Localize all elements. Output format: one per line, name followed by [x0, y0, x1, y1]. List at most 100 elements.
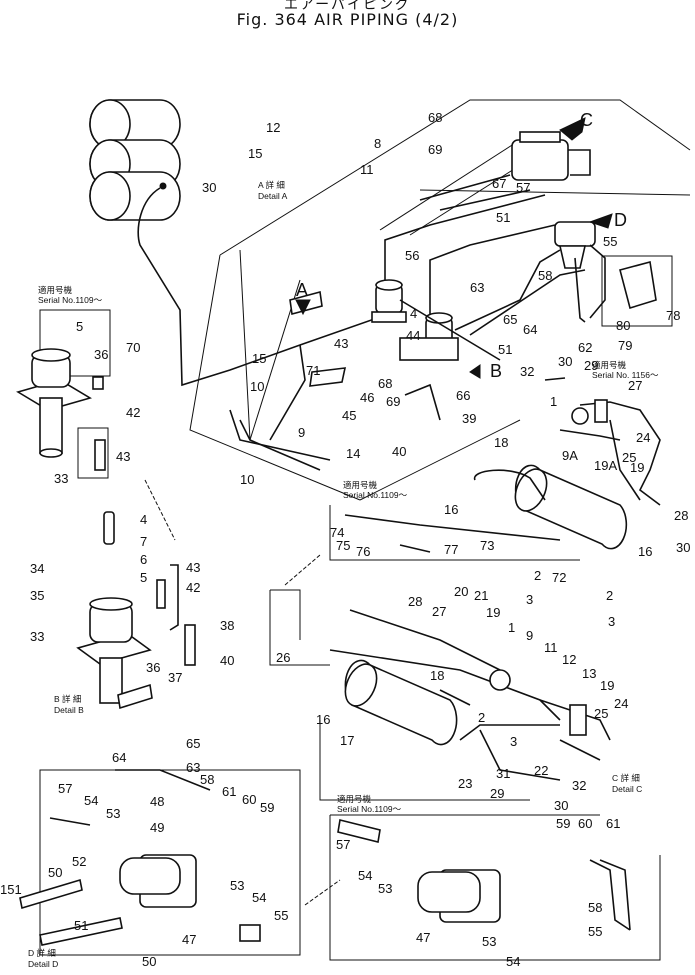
- part-label: 38: [220, 618, 234, 633]
- part-label: 58: [200, 772, 214, 787]
- part-label: 29: [490, 786, 504, 801]
- part-label: 4: [410, 306, 417, 321]
- part-label: 1: [550, 394, 557, 409]
- part-label: 16: [444, 502, 458, 517]
- part-label: 22: [534, 763, 548, 778]
- letter-b: B: [490, 361, 502, 381]
- main-piping: [229, 174, 606, 471]
- part-label: 40: [220, 653, 234, 668]
- serial-jp-right: 適用号機: [592, 360, 627, 370]
- part-label: 11: [544, 640, 558, 655]
- part-label: 54: [84, 793, 98, 808]
- part-label: 75: [336, 538, 350, 553]
- serial-jp-left: 適用号機: [38, 285, 73, 295]
- part-label: 80: [616, 318, 630, 333]
- part-label: 62: [578, 340, 592, 355]
- part-label: 12: [266, 120, 280, 135]
- part-label: 47: [416, 930, 430, 945]
- part-label: 48: [150, 794, 164, 809]
- serial-inset-73: [329, 505, 580, 561]
- part-label: 72: [552, 570, 566, 585]
- part-label: 29: [584, 358, 598, 373]
- part-label: 3: [510, 734, 517, 749]
- compressor-unit: [511, 131, 591, 181]
- part-label: 59: [556, 816, 570, 831]
- part-label: 9: [526, 628, 533, 643]
- part-label: 44: [406, 328, 420, 343]
- part-label: 30: [202, 180, 216, 195]
- part-label: 55: [274, 908, 288, 923]
- detail-d-jp: D 詳 細: [28, 948, 56, 958]
- part-label: 30: [676, 540, 690, 555]
- relay-valve-lower: [399, 312, 459, 361]
- part-label: 27: [628, 378, 642, 393]
- part-label: 69: [386, 394, 400, 409]
- part-label: 27: [432, 604, 446, 619]
- valve-lower-cluster: [489, 669, 587, 736]
- part-label: 5: [140, 570, 147, 585]
- part-label: 34: [30, 561, 44, 576]
- part-label: 14: [346, 446, 360, 461]
- part-label: 31: [496, 766, 510, 781]
- part-label: 12: [562, 652, 576, 667]
- part-label: 28: [408, 594, 422, 609]
- part-label: 36: [94, 347, 108, 362]
- part-label: 42: [186, 580, 200, 595]
- detail-d-caption: Detail D: [28, 959, 58, 969]
- part-label: 53: [230, 878, 244, 893]
- part-label: 25: [594, 706, 608, 721]
- part-label: 53: [482, 934, 496, 949]
- part-label: 45: [342, 408, 356, 423]
- part-label: 19A: [594, 458, 617, 473]
- air-tank-stack: [89, 99, 181, 221]
- figure-title-japanese: エアーパイピング: [283, 0, 412, 12]
- part-label: 24: [636, 430, 650, 445]
- part-label: 53: [378, 881, 392, 896]
- letter-c: C: [580, 110, 593, 130]
- part-callouts: 12 8 15 11 30 68 69 67 57 51 56 55 58 63…: [0, 110, 690, 969]
- part-label: 33: [30, 629, 44, 644]
- part-label: 61: [222, 784, 236, 799]
- part-label: 19: [486, 605, 500, 620]
- part-label: 77: [444, 542, 458, 557]
- part-label: 10: [250, 379, 264, 394]
- part-label: 56: [405, 248, 419, 263]
- part-label: 54: [252, 890, 266, 905]
- serial-inset-33: [16, 309, 111, 479]
- part-label: 24: [614, 696, 628, 711]
- pipe-70: [137, 187, 401, 387]
- part-label: 23: [458, 776, 472, 791]
- letter-a: A: [296, 280, 308, 300]
- detail-a-jp: A 詳 細: [258, 180, 285, 190]
- part-label: 17: [340, 733, 354, 748]
- letter-d: D: [614, 210, 627, 230]
- part-label: 30: [558, 354, 572, 369]
- serial-1109-middle: Serial No.1109～: [343, 490, 408, 500]
- part-label: 52: [72, 854, 86, 869]
- part-label: 32: [520, 364, 534, 379]
- part-label: 26: [276, 650, 290, 665]
- part-label: 16: [638, 544, 652, 559]
- part-label: 18: [430, 668, 444, 683]
- serial-1109-bottom: Serial No.1109～: [337, 804, 402, 814]
- part-label: 69: [428, 142, 442, 157]
- part-label: 7: [140, 534, 147, 549]
- part-label: 54: [506, 954, 520, 969]
- part-label: 63: [470, 280, 484, 295]
- part-label: 58: [588, 900, 602, 915]
- part-label: 65: [186, 736, 200, 751]
- part-label: 51: [74, 918, 88, 933]
- serial-1109-left: Serial No.1109～: [38, 295, 103, 305]
- part-label: 63: [186, 760, 200, 775]
- part-label: 50: [142, 954, 156, 969]
- part-label: 57: [336, 837, 350, 852]
- part-label: 57: [516, 180, 530, 195]
- part-label: 13: [582, 666, 596, 681]
- frame-outline: [189, 99, 691, 501]
- detail-a-caption: Detail A: [258, 191, 288, 201]
- detail-c-jp: C 詳 細: [612, 773, 640, 783]
- part-label: 51: [498, 342, 512, 357]
- serial-inset-1156: [601, 255, 673, 327]
- part-label: 74: [330, 525, 344, 540]
- direction-arrows: [144, 117, 613, 906]
